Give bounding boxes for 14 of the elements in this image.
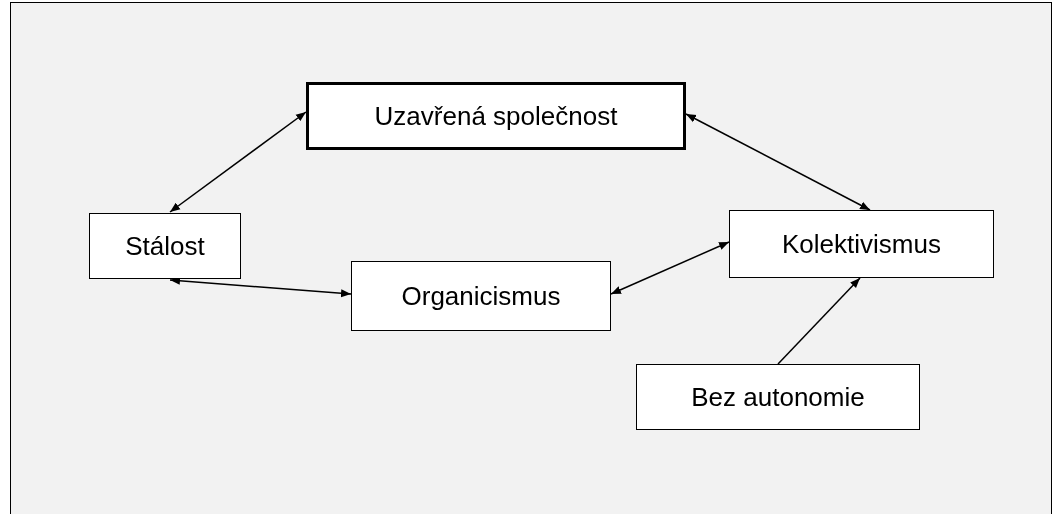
concept-box (636, 364, 920, 430)
box-label: Organicismus (401, 279, 561, 313)
concept-box (89, 213, 241, 279)
arrow (777, 277, 861, 365)
concept-box (729, 210, 994, 278)
box-label: Uzavřená společnost (374, 99, 618, 133)
box-label: Kolektivismus (782, 227, 941, 261)
concept-box (306, 82, 686, 150)
concept-box (351, 261, 611, 331)
box-label: Stálost (125, 229, 205, 263)
arrow (169, 111, 307, 213)
arrow (685, 113, 871, 211)
arrow (610, 241, 730, 295)
box-label: Bez autonomie (691, 380, 865, 414)
